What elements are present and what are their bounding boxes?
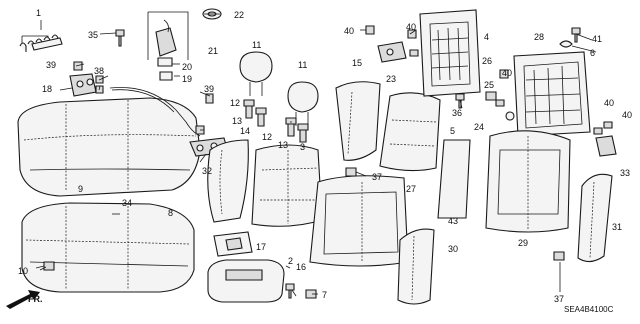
callout-9: 9: [78, 184, 83, 194]
side-bolster-right-lower-part: [577, 173, 613, 263]
callout-27: 27: [406, 184, 416, 194]
callout-37b: 37: [554, 294, 564, 304]
callout-28: 28: [534, 32, 544, 42]
front-direction-label: FR.: [28, 294, 43, 304]
bolt-41-part: [559, 27, 581, 48]
seatback-frame-right-part: [513, 51, 591, 137]
callout-labels: 1 2 3 4 5 6 7 8 9 10 11 11 12 12 13 13 1…: [18, 8, 632, 304]
seatback-frame-upper-part: [419, 9, 481, 97]
callout-31: 31: [612, 222, 622, 232]
callout-33: 33: [620, 168, 630, 178]
callout-24: 24: [474, 122, 484, 132]
callout-11a: 11: [252, 40, 261, 50]
callout-5: 5: [450, 126, 455, 136]
callout-40c: 40: [502, 68, 512, 78]
armrest-part: [207, 259, 285, 303]
seat-cushion-part: [17, 97, 201, 197]
trim-cover-part: [437, 139, 471, 219]
hinge-33-part: [593, 121, 617, 157]
callout-26: 26: [482, 56, 492, 66]
callout-8: 8: [168, 208, 173, 218]
callout-18: 18: [42, 84, 52, 94]
callout-1: 1: [36, 8, 41, 18]
hook-part: [35, 261, 55, 271]
headrest-guide-part: [243, 99, 309, 143]
callout-22: 22: [234, 10, 244, 20]
callout-39a: 39: [46, 60, 56, 70]
callout-19: 19: [182, 74, 192, 84]
clip-lower-part: [553, 251, 565, 261]
seatback-cover-part: [485, 130, 571, 233]
bolt-part: [115, 29, 125, 47]
callout-39b: 39: [204, 84, 214, 94]
latch-bracket-part: [365, 25, 419, 63]
side-bolster-lower-part: [397, 228, 435, 305]
clip-part: [345, 167, 357, 177]
callout-2: 2: [288, 256, 293, 266]
headrest-left-part: [239, 51, 273, 96]
callout-36: 36: [452, 108, 462, 118]
screw-part: [285, 283, 317, 299]
seatback-left-part: [251, 144, 323, 227]
callout-40a: 40: [344, 26, 354, 36]
callout-41: 41: [592, 34, 602, 44]
callout-10: 10: [18, 266, 28, 276]
callout-13a: 13: [232, 116, 242, 126]
front-direction-arrow-icon: [6, 290, 40, 309]
seatback-right-cover-part: [379, 92, 441, 172]
callout-34: 34: [122, 198, 132, 208]
latch-hardware-part: [485, 69, 515, 121]
callout-40d: 40: [604, 98, 614, 108]
callout-11b: 11: [298, 60, 307, 70]
callout-16: 16: [296, 262, 306, 272]
callout-38: 38: [94, 66, 104, 76]
callout-21: 21: [208, 46, 218, 56]
callout-7: 7: [322, 290, 327, 300]
seatback-frame-part: [309, 175, 409, 267]
callout-40b: 40: [406, 22, 416, 32]
callout-43: 43: [448, 216, 458, 226]
seat-bracket-part: [69, 61, 104, 97]
callout-37a: 37: [372, 172, 382, 182]
callout-4: 4: [484, 32, 489, 42]
callout-40e: 40: [622, 110, 632, 120]
callout-25: 25: [484, 80, 494, 90]
seat-wire-part: [109, 87, 201, 137]
clip-set-part: [19, 34, 63, 52]
callout-6: 6: [590, 48, 595, 58]
side-bolster-left-part: [207, 139, 249, 223]
callout-23: 23: [386, 74, 396, 84]
leader-lines: [39, 13, 597, 297]
callout-12a: 12: [230, 98, 240, 108]
callout-32: 32: [202, 166, 212, 176]
callout-29: 29: [518, 238, 528, 248]
callout-20: 20: [182, 62, 192, 72]
callout-30: 30: [448, 244, 458, 254]
callout-13b: 13: [278, 140, 288, 150]
callout-35: 35: [88, 30, 98, 40]
callout-12b: 12: [262, 132, 272, 142]
callout-3: 3: [300, 142, 305, 152]
diagram-code: SEA4B4100C: [564, 305, 614, 314]
cushion-pad-part: [21, 202, 195, 293]
callout-17: 17: [256, 242, 266, 252]
callout-14: 14: [240, 126, 250, 136]
callout-15: 15: [352, 58, 362, 68]
side-bolster-right-part: [335, 81, 381, 161]
seat-belt-buckle-part: [147, 11, 189, 81]
armrest-bracket-part: [213, 231, 253, 257]
